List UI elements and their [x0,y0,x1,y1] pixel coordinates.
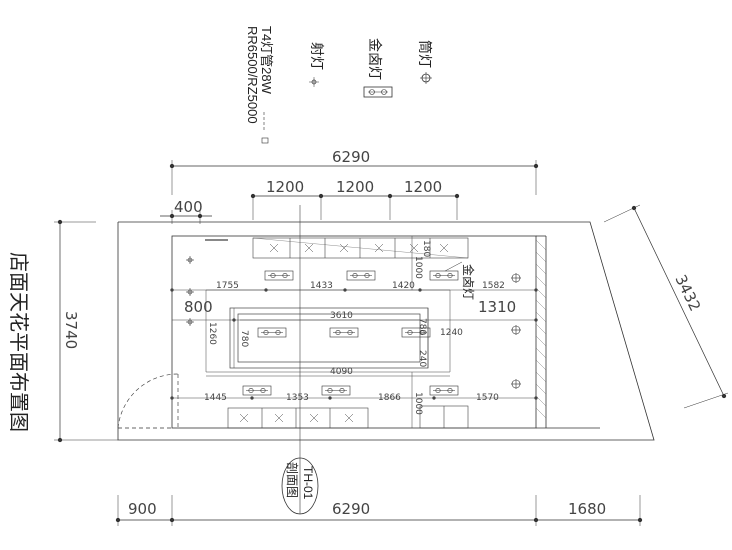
legend-spotlight-label: 射灯 [308,42,324,70]
halogen-fixture-icon [429,385,459,396]
dim-row1-c: 1420 [392,281,415,291]
dim-inner-780b: 780 [417,318,427,335]
dim-row1-a: 1755 [216,281,239,291]
section-marker [281,457,319,515]
dim-top-small: 400 [174,198,203,216]
dim-vert-180: 180 [421,240,431,257]
bottom-dimensions [115,495,643,526]
halogen-fixture-icon [264,270,294,281]
dim-top-seg1: 1200 [266,178,304,196]
dim-top-seg3: 1200 [404,178,442,196]
halogen-fixtures [242,270,459,396]
legend-tube-label-1: T4灯管28W [259,26,274,95]
dim-row1-d: 1582 [482,281,505,291]
section-marker-label-2: 剖面图 [285,462,299,498]
drawing-title: 店面天花平面布置图 [7,252,31,432]
dim-top-total: 6290 [332,148,370,166]
dim-inner-780a: 780 [239,330,249,347]
dim-left-height: 3740 [62,311,80,349]
halogen-fixture-icon [346,270,376,281]
legend: 筒灯 金卤灯 射灯 T4灯管28W RR6500/RZ5000 [245,26,433,144]
halogen-fixture-icon [363,86,393,98]
dim-row2-c: 1866 [378,393,401,403]
legend-tube-label-2: RR6500/RZ5000 [245,26,260,124]
halogen-callout-label: 金卤灯 [461,264,476,300]
inner-dim-lines [170,236,538,428]
tube-light-icon [261,112,269,144]
downlight-icon [511,379,521,389]
downlight-icon [511,273,521,283]
spotlight-icon [186,288,194,296]
dim-vert-1000-bottom: 1000 [413,392,423,415]
dim-row2-b: 1353 [286,393,309,403]
halogen-callout-leader [444,261,463,272]
dim-row1-b: 1433 [310,281,333,291]
dim-inner-240: 240 [417,350,427,367]
halogen-fixture-icon [257,327,287,338]
left-dimension [54,219,118,443]
dim-row2-d: 1570 [476,393,499,403]
dim-right-diagonal: 3432 [671,272,704,314]
halogen-fixture-icon [321,385,351,396]
bottom-display-shelf [227,405,469,429]
section-marker-label-1: TH-01 [301,466,315,500]
spotlight-icon [186,256,194,264]
right-diagonal-dimension [603,204,729,409]
dim-bottom-right: 1680 [568,500,606,518]
halogen-fixture-icon [242,385,272,396]
dim-inner-1260: 1260 [207,322,217,345]
spotlight-icon [186,318,194,326]
dim-vert-1000-top: 1000 [413,256,423,279]
downlight-icon [420,72,432,84]
dim-bottom-left: 900 [128,500,157,518]
spotlight-icon [309,77,319,87]
door-swing [117,373,179,429]
top-dimensions [160,160,539,224]
halogen-fixture-icon [429,270,459,281]
dim-top-seg2: 1200 [336,178,374,196]
spotlights [186,256,194,326]
right-wall-hatch [535,239,547,419]
dim-bottom-total: 6290 [332,500,370,518]
dim-right-1310: 1310 [478,298,516,316]
top-display-shelf [252,237,469,259]
dim-inner-1240: 1240 [440,328,463,338]
legend-halogen-label: 金卤灯 [366,38,382,80]
dim-inner-4090: 4090 [330,367,353,377]
halogen-fixture-icon [329,327,359,338]
dim-inner-3610: 3610 [330,311,353,321]
floor-outline [117,221,655,441]
dim-left-800: 800 [184,298,213,316]
downlights [511,273,521,389]
legend-downlight-label: 筒灯 [416,40,433,68]
halogen-fixture-icon [401,327,431,338]
downlight-icon [511,325,521,335]
dim-row2-a: 1445 [204,393,227,403]
